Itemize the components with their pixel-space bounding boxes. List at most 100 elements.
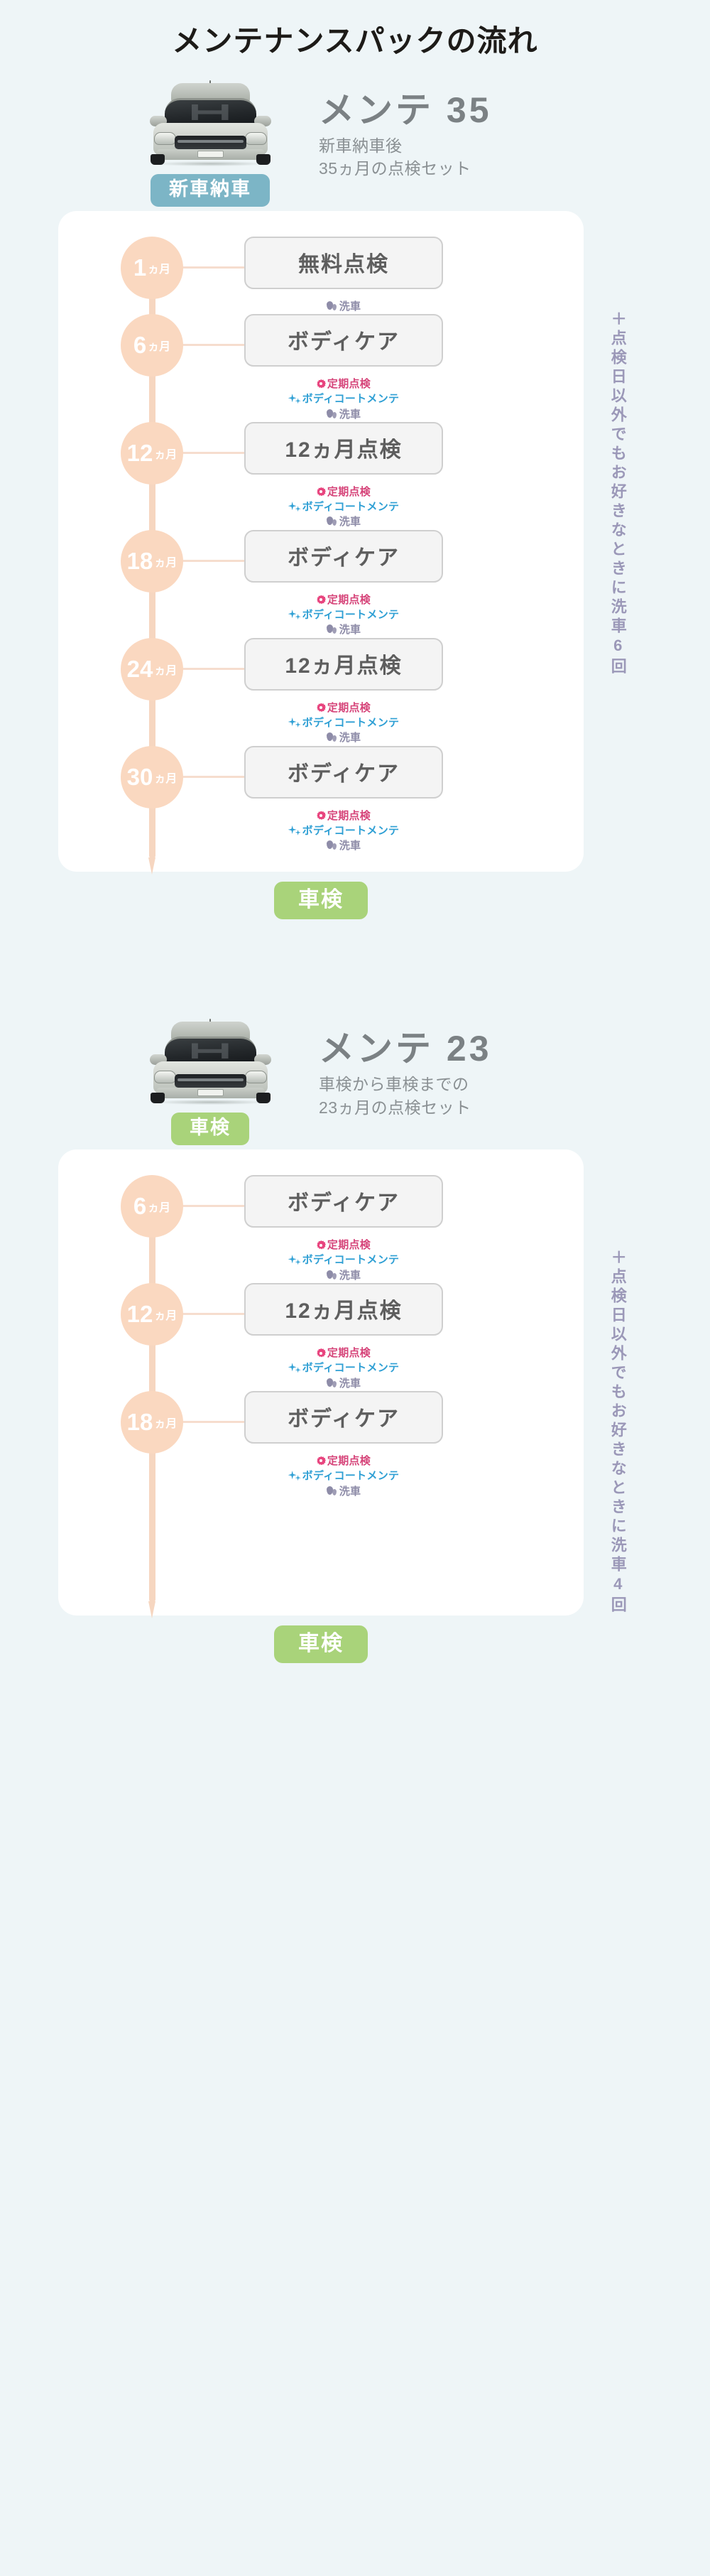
node-connector-line xyxy=(179,314,244,377)
side-note: ＋点検日以外でもお好きなときに洗車4回 xyxy=(584,1149,652,1616)
node-connector-line xyxy=(179,237,244,299)
node-connector-line xyxy=(179,638,244,700)
stop-content: 12ヵ月点検 定期点検 ボディコートメンテ 洗車 xyxy=(244,421,584,530)
service-item: 洗車 xyxy=(244,730,443,745)
service-item: 定期点検 xyxy=(244,1454,443,1468)
service-box[interactable]: 12ヵ月点検 xyxy=(244,1283,443,1336)
stop-content: 無料点検 洗車 xyxy=(244,236,584,314)
service-box[interactable]: ボディケア xyxy=(244,745,443,799)
month-number: 12 xyxy=(126,1301,153,1328)
service-box[interactable]: ボディケア xyxy=(244,1175,443,1228)
node-connector-line xyxy=(179,1391,244,1454)
service-item: 洗車 xyxy=(244,838,443,853)
end-badge: 車検 xyxy=(274,882,368,920)
droplet-icon xyxy=(326,624,338,634)
month-unit: ヵ月 xyxy=(154,664,178,677)
sparkle-icon xyxy=(288,1471,301,1481)
service-list: 定期点検 ボディコートメンテ 洗車 xyxy=(244,377,443,422)
plan-subtitle-line1: 新車納車後 xyxy=(319,136,403,155)
month-unit: ヵ月 xyxy=(154,448,178,461)
plan-subtitle: 車検から車検までの 23ヵ月の点検セット xyxy=(319,1073,596,1118)
service-item: 定期点検 xyxy=(244,377,443,391)
service-label: 洗車 xyxy=(339,408,361,421)
plan-subtitle-line2: 23ヵ月の点検セット xyxy=(319,1098,471,1117)
service-label: 洗車 xyxy=(339,1485,361,1498)
month-number: 30 xyxy=(126,763,153,790)
service-list: 定期点検 ボディコートメンテ 洗車 xyxy=(244,808,443,854)
service-list: 定期点検 ボディコートメンテ 洗車 xyxy=(244,1346,443,1391)
start-badge: 車検 xyxy=(171,1113,249,1146)
plan-header: 新車納車 メンテ 35 新車納車後 35ヵ月の点検セット xyxy=(0,73,710,211)
month-unit: ヵ月 xyxy=(148,340,171,353)
page-title: メンテナンスパックの流れ xyxy=(172,24,538,58)
plan-titles: メンテ 35 新車納車後 35ヵ月の点検セット xyxy=(319,80,596,180)
month-unit: ヵ月 xyxy=(154,1310,178,1323)
service-box[interactable]: ボディケア xyxy=(244,529,443,583)
car-and-start-badge: 新車納車 xyxy=(114,80,306,207)
service-item: 定期点検 xyxy=(244,485,443,499)
gear-icon xyxy=(317,595,326,605)
service-box[interactable]: ボディケア xyxy=(244,1390,443,1444)
month-number: 1 xyxy=(133,254,147,281)
service-item: 定期点検 xyxy=(244,808,443,823)
service-label: 洗車 xyxy=(339,1377,361,1390)
month-number: 18 xyxy=(126,547,153,574)
stop-content: 12ヵ月点検 定期点検 ボディコートメンテ 洗車 xyxy=(244,637,584,746)
sparkle-icon xyxy=(288,717,301,727)
service-item: 定期点検 xyxy=(244,1346,443,1360)
gear-icon xyxy=(317,703,326,713)
service-item: 定期点検 xyxy=(244,700,443,715)
service-label: ボディコートメンテ xyxy=(302,716,400,729)
plan-subtitle: 新車納車後 35ヵ月の点検セット xyxy=(319,134,596,180)
service-label: ボディコートメンテ xyxy=(302,501,400,514)
service-label: 定期点検 xyxy=(327,377,371,390)
end-badge-row: 車検 xyxy=(0,872,710,920)
service-label: 洗車 xyxy=(339,1269,361,1282)
stop-content: 12ヵ月点検 定期点検 ボディコートメンテ 洗車 xyxy=(244,1283,584,1391)
service-label: ボディコートメンテ xyxy=(302,824,400,837)
gear-icon xyxy=(317,1456,326,1466)
service-item: ボディコートメンテ xyxy=(244,1360,443,1375)
droplet-icon xyxy=(326,1485,338,1496)
service-item: 定期点検 xyxy=(244,592,443,607)
stop-content: ボディケア 定期点検 ボディコートメンテ 洗車 xyxy=(244,313,584,422)
droplet-icon xyxy=(326,516,338,526)
service-label: 定期点検 xyxy=(327,701,371,714)
car-front-icon xyxy=(138,1019,283,1105)
service-item: 洗車 xyxy=(244,1376,443,1391)
service-label: ボディコートメンテ xyxy=(302,1362,400,1375)
sparkle-icon xyxy=(288,610,301,620)
node-connector-line xyxy=(179,746,244,808)
maintenance-pack-flow-page: メンテナンスパックの流れ 新車納車 メンテ 35 新車納車後 35ヵ月の点検セ xyxy=(0,24,710,1664)
stop-content: ボディケア 定期点検 ボディコートメンテ 洗車 xyxy=(244,529,584,638)
service-item: 定期点検 xyxy=(244,1238,443,1252)
service-box[interactable]: 無料点検 xyxy=(244,236,443,289)
plan-name: メンテ 23 xyxy=(319,1029,492,1069)
service-box[interactable]: ボディケア xyxy=(244,313,443,367)
service-item: 洗車 xyxy=(244,622,443,637)
month-unit: ヵ月 xyxy=(148,263,171,276)
service-label: 洗車 xyxy=(339,300,361,313)
stop-content: ボディケア 定期点検 ボディコートメンテ 洗車 xyxy=(244,1390,584,1499)
service-box[interactable]: 12ヵ月点検 xyxy=(244,637,443,691)
gear-icon xyxy=(317,811,326,821)
service-label: 洗車 xyxy=(339,840,361,853)
sparkle-icon xyxy=(288,1255,301,1265)
service-box[interactable]: 12ヵ月点検 xyxy=(244,421,443,475)
side-note: ＋点検日以外でもお好きなときに洗車6回 xyxy=(584,211,652,872)
